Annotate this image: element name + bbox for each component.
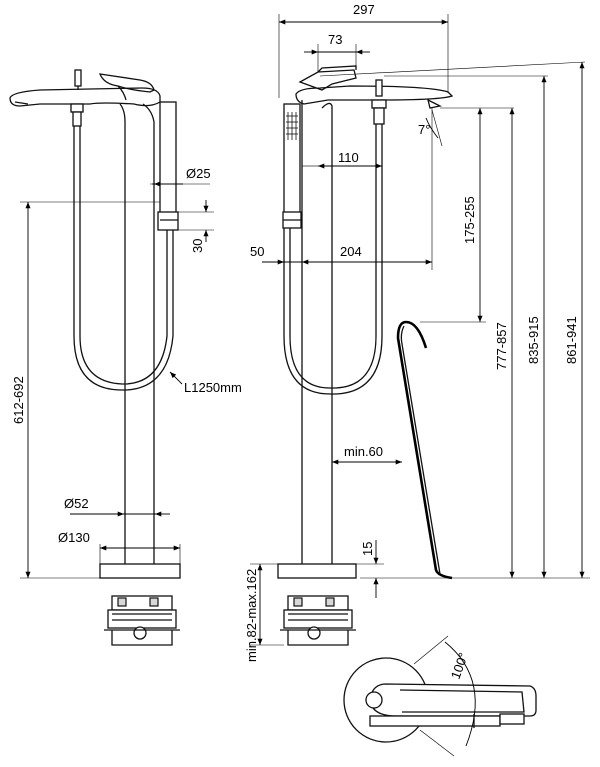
dim-d73: 73 — [328, 32, 342, 47]
left-base-plate — [99, 563, 181, 579]
dim-d52: Ø52 — [64, 496, 89, 511]
left-shower-holder — [159, 101, 177, 215]
dim-d50: 50 — [250, 244, 264, 259]
dim-d7deg: 7° — [418, 122, 430, 137]
right-handle — [298, 69, 357, 91]
top-view-lever — [369, 683, 537, 717]
left-handle — [98, 73, 155, 93]
right-hose — [283, 124, 383, 395]
right-side-view: 297 73 7° 110 175-255 50 204 777-85 — [244, 2, 590, 662]
dim-d777-857: 777-857 — [494, 322, 509, 370]
dim-d130: Ø130 — [58, 530, 90, 545]
left-spout — [9, 87, 161, 107]
dim-d612-692: 612-692 — [11, 376, 26, 424]
dim-dmin82-162: min.82-max.162 — [244, 569, 259, 662]
top-view-angle-arc — [444, 641, 476, 747]
dim-d30: 30 — [190, 239, 205, 253]
dim-l1250: L1250mm — [184, 380, 242, 395]
dim-d25: Ø25 — [186, 166, 211, 181]
dim-d204: 204 — [340, 244, 362, 259]
dim-dmin60: min.60 — [344, 444, 383, 459]
right-shower-grid — [286, 112, 298, 140]
dim-d110: 110 — [338, 150, 359, 165]
dim-d297: 297 — [353, 2, 375, 17]
dim-d835-915: 835-915 — [526, 316, 541, 364]
left-side-view: Ø25 30 612-692 L1250mm Ø52 Ø130 — [9, 69, 242, 646]
dim-d861-941: 861-941 — [564, 316, 579, 364]
right-base-plate — [277, 563, 357, 579]
left-hose — [73, 126, 174, 391]
left-column — [119, 103, 126, 564]
dim-d100deg: 100° — [448, 651, 471, 681]
right-installation-box — [280, 595, 356, 646]
top-view: 100° — [343, 635, 537, 757]
dim-d15: 15 — [360, 542, 375, 556]
bathtub-wall — [396, 320, 453, 580]
dim-d175-255: 175-255 — [462, 196, 477, 244]
left-installation-box — [104, 595, 180, 646]
